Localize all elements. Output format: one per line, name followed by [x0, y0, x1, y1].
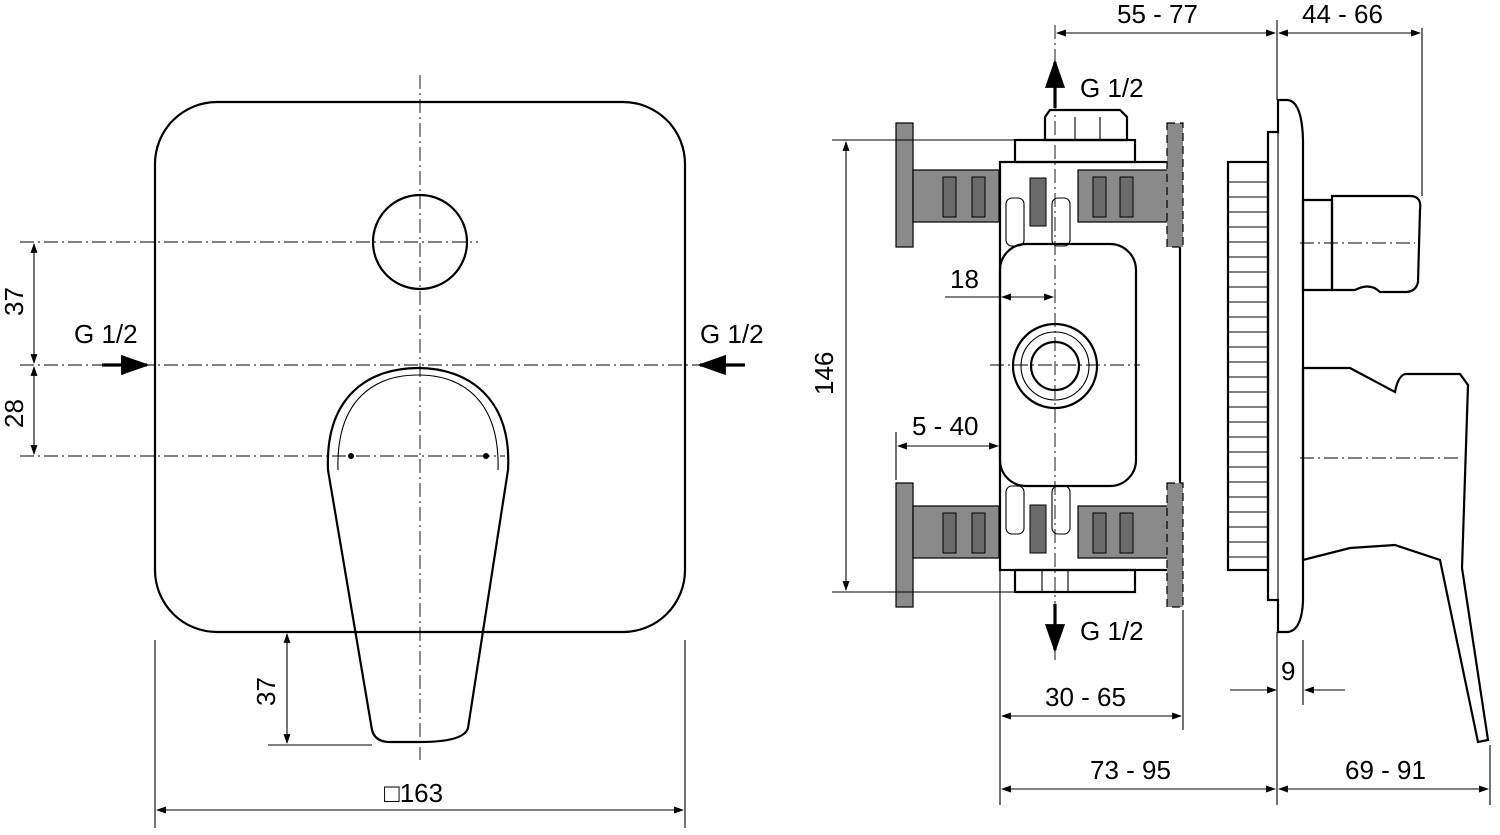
side-lever: [1301, 366, 1490, 744]
button-stem: [1301, 198, 1334, 292]
flange-bottom-right: [1166, 482, 1184, 608]
thread-lines: [1228, 181, 1268, 558]
outlet-top-label: G 1/2: [1080, 73, 1144, 103]
dim-37-bottom-label: 37: [251, 677, 281, 706]
dim-28-label: 28: [0, 399, 29, 428]
side-cover-plate: [1266, 98, 1305, 634]
lever-pivot-right: [483, 453, 489, 459]
center-fitting-inner: [1029, 340, 1081, 392]
diverter-button: [371, 193, 469, 291]
lever-handle: [326, 366, 510, 744]
inlet-left-label: G 1/2: [74, 319, 138, 349]
dim-5-40-label: 5 - 40: [912, 411, 979, 441]
dim-30-65-label: 30 - 65: [1045, 682, 1126, 712]
front-view: G 1/2 G 1/2 37 28 37 □163: [0, 75, 764, 828]
top-connector: [1013, 138, 1137, 164]
dim-18-label: 18: [950, 264, 979, 294]
lever-pivot-left: [348, 453, 354, 459]
flange-top-left: [895, 122, 914, 248]
side-diverter-button: [1330, 194, 1422, 294]
bottom-connector: [1013, 568, 1137, 594]
lever-inner-contour: [337, 374, 499, 471]
dim-73-95-label: 73 - 95: [1090, 755, 1171, 785]
dim-146-label: 146: [809, 352, 839, 395]
inlet-right-label: G 1/2: [700, 319, 764, 349]
threaded-section: [1226, 160, 1270, 572]
outlet-bottom-label: G 1/2: [1080, 616, 1144, 646]
dim-44-66-label: 44 - 66: [1302, 0, 1383, 29]
top-hex-nut: [1043, 108, 1129, 142]
flange-top-right: [1166, 122, 1184, 248]
dim-55-77-label: 55 - 77: [1117, 0, 1198, 29]
dim-9-label: 9: [1281, 656, 1295, 686]
dim-width-label: □163: [384, 778, 443, 808]
flange-bottom-left: [895, 482, 914, 608]
dim-69-91-label: 69 - 91: [1345, 755, 1426, 785]
side-view: G 1/2 G 1/2: [809, 0, 1491, 805]
dim-37-top-label: 37: [0, 287, 29, 316]
center-fitting-outer: [1011, 322, 1099, 410]
